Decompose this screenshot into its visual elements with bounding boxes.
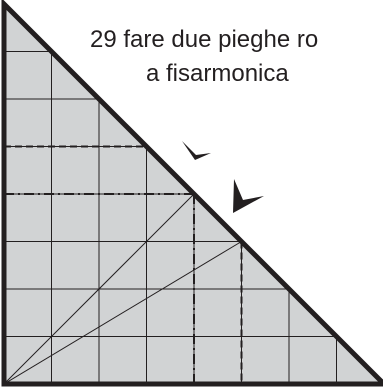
fold-arrow-icon (233, 179, 264, 213)
instruction-text-line1: 29 fare due pieghe ro (90, 26, 319, 53)
instruction-text-line2: a fisarmonica (146, 60, 289, 87)
mountain-fold-line (4, 193, 195, 384)
valley-fold-line (4, 145, 243, 384)
fold-arrow-icon (182, 141, 211, 160)
crease-lines (3, 193, 242, 385)
